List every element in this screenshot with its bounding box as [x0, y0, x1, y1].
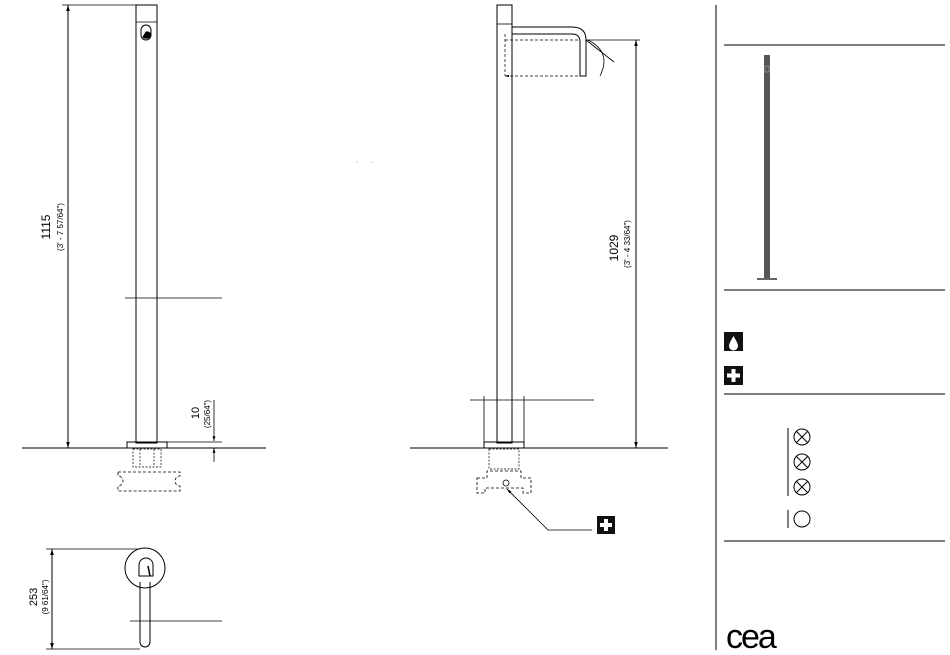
info-panel: [716, 5, 945, 650]
product-thumbnail: [757, 55, 777, 280]
crossed-circle-icon: [794, 429, 810, 445]
plus-leader: [507, 489, 548, 530]
water-drop-icon: [724, 332, 743, 351]
top-view: [46, 548, 222, 649]
front-spout: [512, 27, 586, 76]
top-reach-mm: 253: [28, 588, 40, 606]
crossed-circle-icon: [794, 454, 810, 470]
front-column: [497, 5, 512, 443]
side-height-in: (3' - 7 57/64"): [56, 203, 65, 251]
front-height-in: (3' - 4 33/64"): [623, 220, 632, 268]
top-handle: [139, 558, 153, 576]
front-embedded-body: [489, 449, 519, 469]
top-spout: [140, 582, 150, 647]
side-height-mm: 1115: [39, 214, 53, 239]
crossed-circle-icon: [794, 479, 810, 495]
plus-icon: [597, 516, 615, 534]
cea-logo: cea: [726, 618, 777, 655]
side-embedded-body: [133, 449, 161, 467]
side-column: [136, 5, 157, 443]
front-height-mm: 1029: [607, 234, 621, 261]
option-symbols: [788, 428, 810, 528]
swivel-arc: [588, 40, 604, 76]
top-flange: [125, 548, 165, 588]
base-height-in: (25/64"): [203, 400, 212, 429]
base-height-mm: 10: [190, 407, 202, 419]
empty-circle-icon: [794, 511, 810, 527]
top-reach-in: (9 61/64"): [41, 579, 50, 614]
plus-icon: [724, 366, 743, 385]
